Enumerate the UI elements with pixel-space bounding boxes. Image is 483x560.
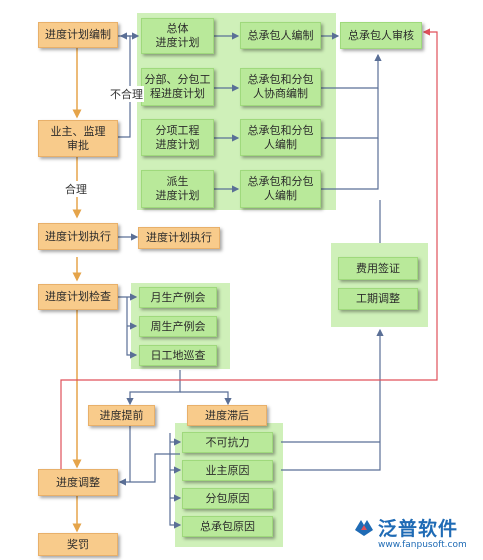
brand-url: www.fanpusoft.com (378, 540, 467, 550)
node-plan-execution-2: 进度计划执行 (138, 227, 220, 249)
node-progress-ahead: 进度提前 (88, 405, 155, 426)
node-subcontract-reason: 分包原因 (182, 488, 273, 509)
node-schedule-adjust: 工期调整 (338, 288, 418, 310)
node-plan-check: 进度计划检查 (38, 284, 118, 310)
node-overall-progress-plan: 总体 进度计划 (141, 18, 214, 54)
node-reward-penalty: 奖罚 (38, 533, 118, 556)
node-monthly-meeting: 月生产例会 (139, 287, 217, 308)
node-gc-reason: 总承包原因 (182, 516, 273, 537)
node-sub-package-plan: 分部、分包工 程进度计划 (141, 68, 214, 106)
label-unreasonable: 不合理 (109, 86, 144, 102)
brand-logo-icon (355, 520, 373, 536)
brand-name: 泛普软件 (378, 518, 459, 540)
node-daily-inspection: 日工地巡查 (139, 345, 217, 366)
node-force-majeure: 不可抗力 (182, 432, 273, 453)
node-gc-review: 总承包人审核 (340, 22, 422, 49)
node-progress-adjust: 进度调整 (38, 469, 118, 496)
node-plan-execution-1: 进度计划执行 (38, 223, 118, 250)
node-gc-sub-compile-1: 总承包和分包 人编制 (240, 119, 321, 156)
label-reasonable: 合理 (64, 181, 88, 197)
node-derived-plan: 派生 进度计划 (141, 170, 214, 208)
brand-logo: 泛普软件 www.fanpusoft.com (352, 510, 480, 556)
node-progress-plan-compile: 进度计划编制 (38, 22, 118, 48)
node-cost-visa: 费用签证 (338, 257, 418, 280)
node-owner-supervisor-approval: 业主、监理 审批 (38, 120, 118, 157)
node-owner-reason: 业主原因 (182, 460, 273, 481)
node-weekly-meeting: 周生产例会 (139, 316, 217, 337)
node-gc-sub-compile-2: 总承包和分包 人编制 (240, 170, 321, 208)
node-progress-delay: 进度滞后 (187, 405, 267, 426)
node-gc-compile-1: 总承包人编制 (240, 22, 321, 49)
node-gc-sub-coordinate: 总承包和分包 人协商编制 (240, 68, 321, 106)
node-itemized-project-plan: 分项工程 进度计划 (141, 119, 214, 156)
